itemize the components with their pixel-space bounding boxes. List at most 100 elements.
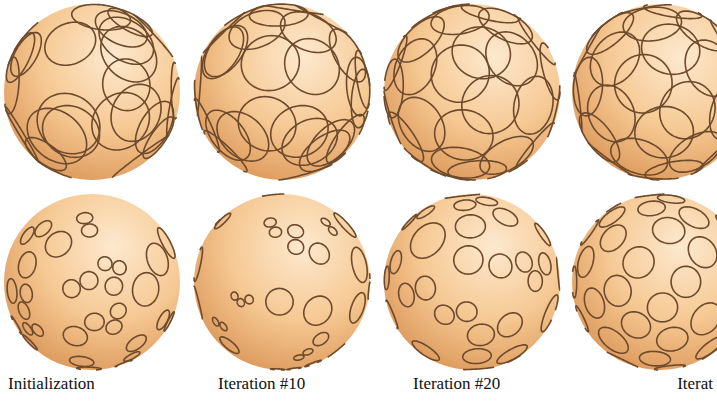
circle-outline: [548, 85, 560, 137]
circle-outline: [430, 170, 475, 180]
circle-outline: [271, 369, 285, 370]
circle-outline: [639, 351, 670, 365]
circle-outline: [412, 341, 439, 360]
circle-outline: [685, 40, 717, 96]
circle-outline: [20, 284, 32, 302]
circle-outline: [321, 218, 330, 226]
circle-outline: [11, 316, 21, 334]
circle-outline: [279, 164, 333, 180]
circle-outline: [415, 276, 435, 300]
circle-outline: [384, 266, 389, 290]
circle-outline: [238, 97, 296, 151]
circle-outline: [600, 225, 626, 251]
circle-outline: [82, 224, 98, 237]
circle-outline: [115, 360, 132, 367]
circle-outline: [368, 282, 370, 299]
circle-outline: [23, 335, 38, 350]
circle-outline: [350, 293, 366, 323]
circle-outline: [202, 27, 243, 79]
circle-outline: [294, 355, 304, 360]
circle-outline: [300, 130, 350, 171]
circle-outline: [85, 313, 104, 330]
circle-outline: [604, 275, 631, 306]
circle-outline: [105, 277, 122, 295]
circle-outline: [264, 218, 276, 227]
circle-outline: [417, 206, 435, 219]
circle-outline: [63, 326, 87, 345]
circle-outline: [541, 295, 558, 332]
circle-outline: [716, 215, 717, 239]
circle-outline: [695, 133, 717, 173]
circle-outline: [95, 11, 147, 47]
circle-outline: [5, 107, 38, 162]
circle-outline: [266, 288, 293, 315]
circle-outline: [220, 337, 239, 354]
circle-outline: [588, 142, 634, 176]
circle-outline: [635, 194, 665, 198]
circle-outline: [266, 6, 324, 15]
circle-outline: [27, 108, 86, 163]
circle-outline: [37, 93, 100, 153]
column-label: Iteration #10: [218, 374, 305, 394]
circle-outline: [399, 283, 415, 306]
circle-outline: [497, 345, 527, 364]
circle-outline: [435, 110, 493, 160]
circle-outline: [540, 43, 560, 100]
circle-outline: [329, 227, 338, 236]
sphere: [4, 4, 180, 180]
circle-outline: [671, 266, 701, 297]
circle-outline: [691, 303, 717, 335]
circle-outline: [20, 227, 34, 244]
circle-outline: [69, 356, 93, 366]
circle-outline: [390, 251, 401, 274]
circle-outline: [328, 343, 345, 357]
circle-outline: [655, 365, 686, 370]
circle-outline: [653, 218, 685, 244]
circle-outline: [217, 112, 269, 162]
circle-outline: [213, 317, 219, 326]
circle-outline: [412, 6, 455, 28]
circle-outline: [143, 117, 174, 159]
circle-outline: [269, 227, 281, 237]
circle-outline: [326, 115, 364, 163]
circle-outline: [203, 12, 245, 53]
circle-outline: [660, 82, 715, 139]
circle-outline: [287, 368, 301, 370]
circle-outline: [535, 223, 551, 245]
circle-outline: [615, 55, 672, 113]
circle-outline: [77, 367, 101, 370]
circle-outline: [448, 161, 507, 180]
circle-outline: [77, 213, 93, 224]
circle-outline: [528, 271, 542, 292]
circle-outline: [463, 367, 494, 369]
circle-outline: [245, 295, 253, 304]
circle-outline: [579, 113, 619, 162]
circle-outline: [204, 131, 247, 172]
circle-outline: [110, 303, 126, 319]
circle-outline: [498, 313, 523, 337]
circle-outline: [158, 228, 175, 259]
circle-outline: [303, 349, 313, 355]
circle-outline: [669, 132, 717, 173]
circle-outline: [455, 215, 485, 238]
circle-outline: [220, 322, 227, 330]
circle-outline: [621, 312, 650, 338]
circle-outline: [696, 336, 717, 359]
circle-outline: [645, 160, 703, 180]
circle-outline: [702, 349, 717, 359]
circle-outline: [493, 208, 518, 226]
circle-outline: [404, 148, 446, 176]
circle-outline: [231, 292, 238, 300]
circle-outline: [584, 288, 604, 318]
circle-outline: [313, 332, 329, 345]
circle-outline: [657, 327, 688, 351]
circle-outline: [309, 243, 329, 264]
circle-outline: [43, 106, 100, 158]
circle-outline: [133, 14, 173, 57]
circle-outline: [5, 57, 19, 114]
circle-outline: [509, 160, 528, 172]
circle-outline: [611, 138, 668, 175]
circle-outline: [7, 279, 17, 304]
circle-outline: [507, 355, 521, 362]
circle-outline: [388, 112, 423, 161]
